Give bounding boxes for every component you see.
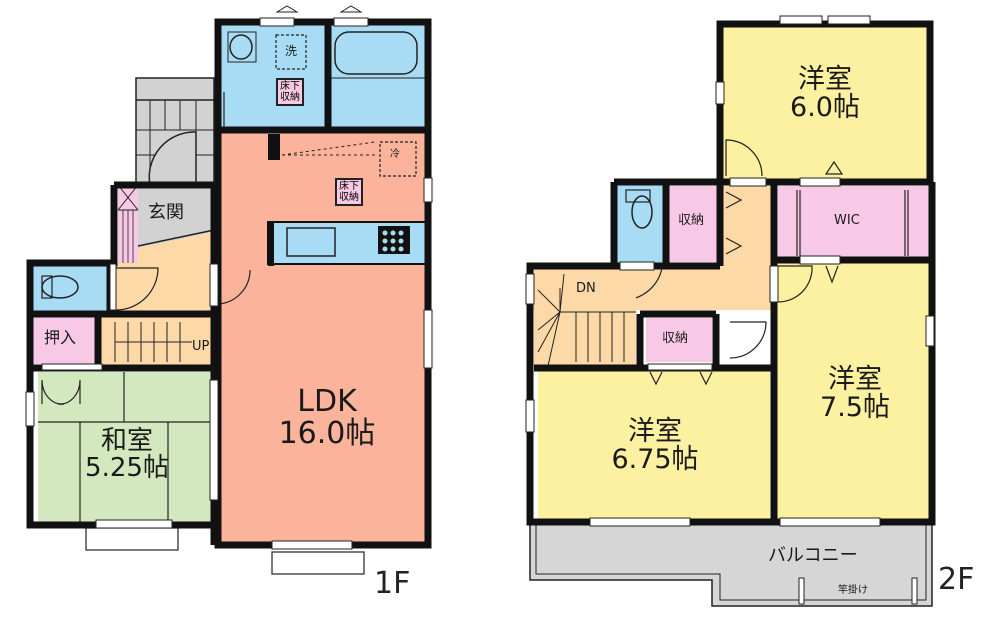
washing-machine-space <box>275 34 307 70</box>
youshitsu-6-room <box>720 26 930 182</box>
oshiire-closet <box>30 316 98 364</box>
ldk-room <box>218 130 428 545</box>
tag-line1: 床下 <box>280 81 300 92</box>
hallway-1f <box>110 232 214 312</box>
stairs-dn-label: DN <box>576 281 596 296</box>
kitchen-sink <box>286 227 336 257</box>
ldk-name: LDK <box>297 384 357 419</box>
floor2-plan <box>525 15 936 607</box>
storage-lower-label: 収納 <box>662 331 689 346</box>
floor1-plan <box>25 5 433 575</box>
washing-machine-label: 洗 <box>285 44 298 58</box>
tag-line2: 収納 <box>280 92 300 103</box>
storage-upper <box>668 186 718 262</box>
stairs-2f <box>534 270 636 366</box>
stairs-up-label: UP <box>192 339 210 354</box>
youshitsu-75-name: 洋室 <box>828 364 882 395</box>
storage-lower <box>646 318 712 362</box>
washbasin <box>229 34 253 60</box>
youshitsu-6-name: 洋室 <box>798 64 852 95</box>
toilet-1f <box>30 263 110 312</box>
storage-upper-label: 収納 <box>678 213 705 228</box>
wic-label: WIC <box>834 213 860 228</box>
washitsu-name: 和室 <box>100 426 153 456</box>
youshitsu-675-name: 洋室 <box>628 416 682 447</box>
washitsu-size: 5.25帖 <box>85 453 169 484</box>
range-hood-label: 冷 <box>390 149 400 160</box>
washroom <box>218 22 328 130</box>
ldk-underfloor-storage: 床下 収納 <box>335 178 363 206</box>
washitsu-label: 和室 5.25帖 <box>62 426 192 484</box>
genkan-floor <box>138 185 214 248</box>
youshitsu-75-label: 洋室 7.5帖 <box>800 364 910 424</box>
washroom-underfloor-storage: 床下 収納 <box>276 78 304 106</box>
youshitsu-675-room <box>538 370 770 520</box>
tag-line1: 床下 <box>339 181 359 192</box>
oshiire-label: 押入 <box>44 328 77 347</box>
rod-hanger-label: 竿掛け <box>838 585 868 596</box>
washitsu-room <box>38 372 214 522</box>
youshitsu-75-room <box>776 262 930 520</box>
genkan-label: 玄関 <box>148 202 184 223</box>
bathroom <box>328 22 428 130</box>
tag-line2: 収納 <box>339 192 359 203</box>
youshitsu-675-label: 洋室 6.75帖 <box>590 416 720 476</box>
youshitsu-75-size: 7.5帖 <box>820 392 890 424</box>
bathtub <box>334 31 418 75</box>
balcony-label: バルコニー <box>768 545 858 566</box>
youshitsu-6-size: 6.0帖 <box>790 92 860 124</box>
ldk-size: 16.0帖 <box>278 415 376 451</box>
ldk-label: LDK 16.0帖 <box>262 386 392 449</box>
range-hood <box>379 141 417 177</box>
youshitsu-675-size: 6.75帖 <box>611 444 699 476</box>
floor1-label: 1F <box>374 566 411 601</box>
floor2-label: 2F <box>938 562 975 597</box>
balcony-area <box>529 521 933 607</box>
youshitsu-6-label: 洋室 6.0帖 <box>765 64 885 124</box>
